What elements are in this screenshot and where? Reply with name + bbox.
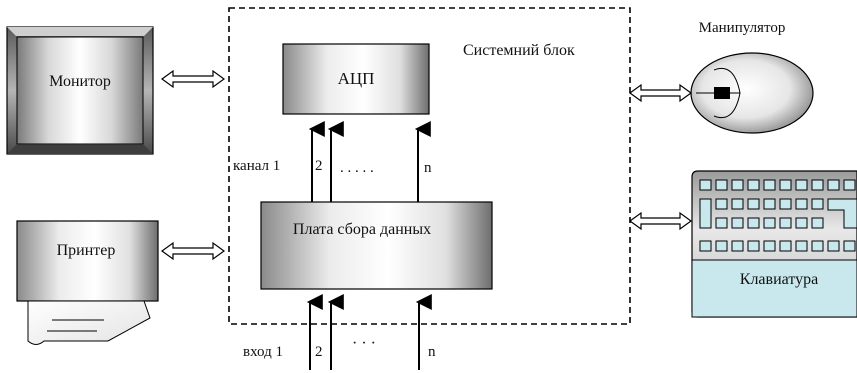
daq-board-box — [260, 201, 493, 290]
keyboard-key — [779, 240, 792, 252]
printer: Принтер — [16, 220, 159, 345]
keyboard-key — [843, 240, 856, 252]
keyboard-label-plate — [691, 259, 857, 318]
keyboard-key — [699, 198, 712, 229]
monitor: Монитор — [6, 26, 154, 155]
keyboard-key — [731, 240, 744, 252]
printer-label: Принтер — [57, 242, 116, 259]
keyboard-key — [763, 179, 776, 191]
input-n-label: n — [428, 344, 436, 360]
keyboard-key — [827, 240, 840, 252]
keyboard-key — [795, 240, 808, 252]
printer-connection-arrow — [160, 241, 226, 261]
monitor-connection-arrow — [160, 69, 226, 89]
system-unit-frame — [228, 7, 631, 325]
keyboard-key — [811, 240, 824, 252]
keyboard-key — [747, 217, 760, 229]
input-2-label: 2 — [315, 344, 323, 360]
adc-box — [282, 43, 430, 115]
daq-board-label: Плата сбора данных — [293, 221, 431, 238]
keyboard-key — [731, 217, 744, 229]
keyboard-key — [715, 240, 728, 252]
channel-1-label: канал 1 — [233, 158, 280, 174]
input-1-label: вход 1 — [243, 344, 283, 360]
channel-dots: . . . . . — [340, 160, 374, 176]
input-dots: · · · — [352, 335, 376, 352]
keyboard-key — [715, 179, 728, 191]
keyboard-key — [763, 198, 776, 210]
keyboard: Клавиатура — [691, 170, 857, 318]
keyboard-key — [827, 179, 840, 191]
mouse: Манипулятор — [690, 20, 814, 134]
keyboard-connection-arrow — [628, 211, 693, 231]
keyboard-key — [779, 198, 792, 210]
keyboard-key — [731, 179, 744, 191]
mouse-connection-arrow — [628, 83, 693, 103]
keyboard-key — [843, 179, 856, 191]
keyboard-key — [795, 179, 808, 191]
connection-arrows — [160, 69, 693, 261]
keyboard-key — [715, 217, 728, 229]
adc-label: АЦП — [338, 69, 375, 88]
mouse-label: Манипулятор — [699, 20, 786, 36]
keyboard-key — [779, 179, 792, 191]
keyboard-keys — [699, 179, 857, 252]
keyboard-key — [811, 198, 824, 210]
keyboard-key — [779, 217, 792, 229]
monitor-label: Монитор — [49, 73, 111, 90]
keyboard-enter-key — [827, 198, 857, 229]
monitor-bevel — [7, 27, 153, 36]
keyboard-key — [699, 240, 712, 252]
keyboard-key — [747, 198, 760, 210]
monitor-screen — [16, 36, 144, 145]
keyboard-key — [747, 240, 760, 252]
printer-body — [16, 220, 159, 302]
keyboard-key — [747, 179, 760, 191]
channel-n-label: n — [424, 160, 432, 176]
keyboard-key — [731, 198, 744, 210]
keyboard-key — [795, 198, 808, 210]
channel-2-label: 2 — [315, 158, 323, 174]
keyboard-key — [811, 179, 824, 191]
printer-paper — [27, 300, 151, 345]
keyboard-key — [715, 198, 728, 210]
mouse-button — [714, 87, 730, 99]
keyboard-label: Клавиатура — [740, 271, 818, 288]
keyboard-key — [763, 240, 776, 252]
keyboard-key — [699, 179, 712, 191]
system-unit-label: Системний блок — [463, 42, 575, 59]
keyboard-key — [795, 217, 808, 229]
keyboard-key — [811, 217, 824, 229]
keyboard-key — [763, 217, 776, 229]
